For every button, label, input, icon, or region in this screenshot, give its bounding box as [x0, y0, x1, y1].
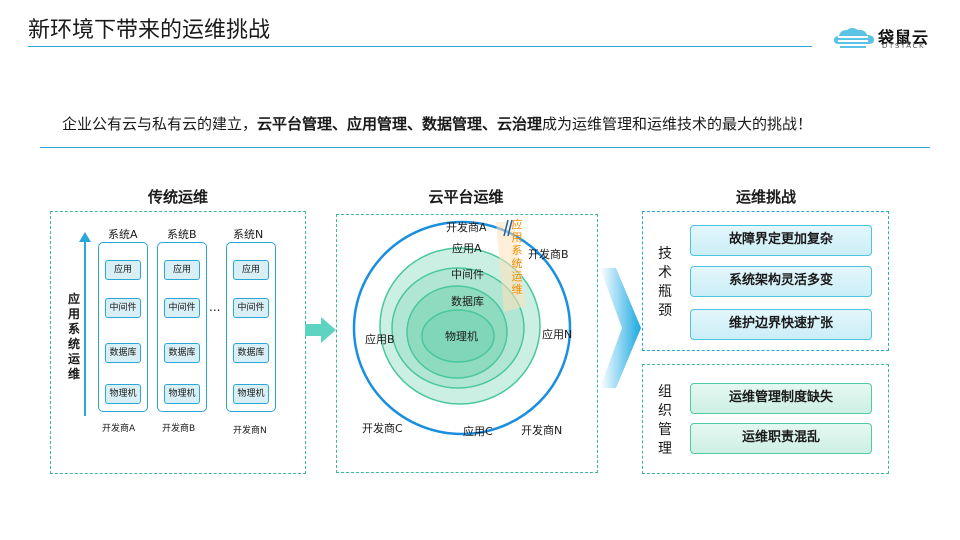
system-a-label: 系统A: [108, 228, 138, 241]
traditional-panel: [50, 211, 306, 474]
vendor-b-label: 开发商B: [162, 424, 196, 434]
outer-label-right: 应用N: [542, 328, 573, 341]
system-b-label: 系统B: [167, 228, 197, 241]
ring-label-middleware: 中间件: [451, 268, 484, 281]
challenge-boundary-expansion: 维护边界快速扩张: [690, 309, 872, 340]
layer-middleware: 中间件: [164, 298, 200, 318]
layer-database: 数据库: [105, 343, 141, 363]
right-arrow-icon: [305, 317, 336, 343]
brand-subname: DTSTACK: [882, 42, 926, 50]
challenge-role-confusion: 运维职责混乱: [690, 423, 872, 454]
cloud-title: 云平台运维: [428, 188, 504, 206]
cloud-panel: [336, 214, 598, 473]
outer-label-top-right: 开发商B: [528, 248, 569, 261]
outer-label-bottom-left: 开发商C: [362, 422, 403, 435]
vendor-n-label: 开发商N: [233, 426, 267, 436]
slice-marker-2: [507, 219, 513, 237]
outer-label-left: 应用B: [365, 333, 395, 346]
system-a-column: 应用 中间件 数据库 物理机: [98, 242, 148, 412]
traditional-title: 传统运维: [147, 188, 208, 206]
challenges-title: 运维挑战: [735, 188, 796, 206]
page-title: 新环境下带来的运维挑战: [28, 18, 271, 43]
layer-middleware: 中间件: [105, 298, 141, 318]
columns-ellipsis: ...: [209, 300, 221, 314]
layer-database: 数据库: [164, 343, 200, 363]
ring-diagram: [352, 219, 572, 436]
title-divider: [28, 46, 812, 47]
intro-suffix: 成为运维管理和运维技术的最大的挑战！: [542, 115, 813, 133]
intro-divider: [40, 147, 930, 148]
brand-logo: 袋鼠云 DTSTACK: [832, 24, 942, 52]
system-b-column: 应用 中间件 数据库 物理机: [157, 242, 207, 412]
org-management-label: 组织管理: [658, 384, 672, 457]
challenge-fault-isolation: 故障界定更加复杂: [690, 225, 872, 256]
intro-prefix: 企业公有云与私有云的建立，: [62, 115, 258, 133]
layer-physical: 物理机: [233, 384, 269, 404]
vendor-a-label: 开发商A: [102, 424, 136, 434]
layer-app: 应用: [164, 260, 200, 280]
up-arrow-icon: [79, 232, 91, 416]
outer-label-top: 开发商A: [446, 221, 487, 234]
tech-bottleneck-label: 技术瓶颈: [658, 246, 672, 319]
intro-highlight: 云平台管理、应用管理、数据管理、云治理: [257, 115, 543, 133]
slice-marker-1: [503, 219, 509, 237]
challenge-missing-policy: 运维管理制度缺失: [690, 383, 872, 414]
outer-label-bottom-right: 开发商N: [521, 424, 563, 437]
layer-middleware: 中间件: [233, 298, 269, 318]
layer-physical: 物理机: [164, 384, 200, 404]
ring-label-database: 数据库: [451, 295, 484, 308]
org-management-panel: [642, 364, 889, 474]
traditional-axis-label: 应用系统运维: [67, 292, 80, 381]
ring-core: [421, 309, 495, 363]
layer-physical: 物理机: [105, 384, 141, 404]
layer-database: 数据库: [233, 343, 269, 363]
ring-label-app: 应用A: [452, 242, 482, 255]
ring-label-core: 物理机: [445, 330, 478, 343]
system-n-column: 应用 中间件 数据库 物理机: [226, 242, 276, 412]
challenge-architecture-flexibility: 系统架构灵活多变: [690, 266, 872, 297]
brand-name: 袋鼠云: [878, 28, 930, 47]
cloud-logo-icon: [834, 28, 874, 48]
intro-text: 企业公有云与私有云的建立，云平台管理、应用管理、数据管理、云治理成为运维管理和运…: [62, 113, 812, 134]
tech-bottleneck-panel: [642, 211, 889, 351]
slice-wedge: [496, 222, 526, 312]
chevron-right-icon: [600, 268, 641, 388]
slice-label: 应用系统运维: [511, 218, 523, 296]
layer-app: 应用: [233, 260, 269, 280]
layer-app: 应用: [105, 260, 141, 280]
outer-label-bottom: 应用C: [463, 425, 493, 438]
system-n-label: 系统N: [233, 228, 264, 241]
